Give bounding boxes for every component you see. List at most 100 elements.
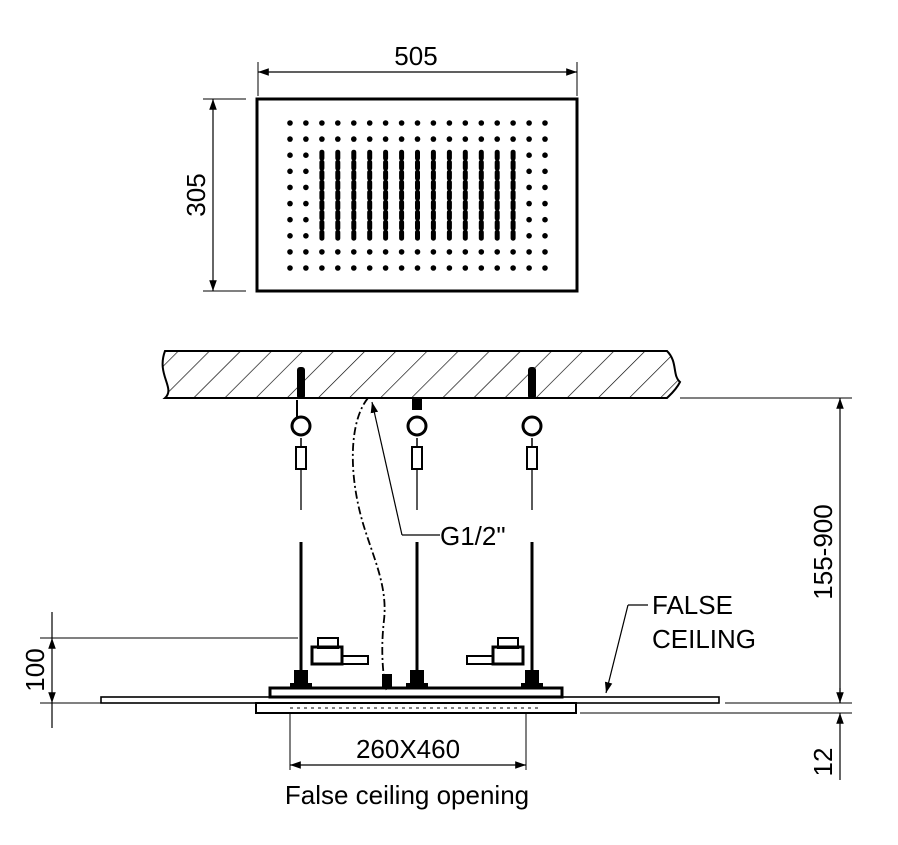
nozzle-dot: [351, 120, 357, 126]
height-range-dimension: 155-900: [680, 397, 852, 704]
nozzle-dot: [478, 120, 485, 126]
valve-left: [310, 637, 369, 666]
nozzle-dot: [526, 200, 532, 207]
false-ceiling-callout: FALSE CEILING: [604, 590, 756, 694]
water-hose: [351, 397, 387, 691]
nozzle-dot: [303, 184, 309, 191]
nozzle-dot: [303, 168, 309, 175]
nozzle-dot: [287, 168, 293, 175]
nozzle-dot: [526, 249, 532, 255]
nozzle-dot: [510, 136, 516, 142]
nozzle-dot: [478, 249, 485, 255]
width-label: 505: [394, 41, 437, 71]
nozzle-dot: [446, 265, 453, 271]
opening-label: 260X460: [356, 734, 460, 764]
nozzle-dot: [526, 233, 532, 239]
nozzle-dot: [414, 265, 421, 271]
nozzle-dot: [398, 249, 405, 255]
nozzle-dot: [287, 184, 293, 191]
nozzle-dot: [287, 152, 293, 158]
nozzle-dot: [303, 136, 309, 142]
nozzle-dot: [303, 152, 309, 158]
ceiling-slab: [161, 350, 682, 399]
nozzle-dot: [351, 265, 357, 271]
nozzle-dot: [319, 120, 325, 126]
connection-label: G1/2": [440, 521, 506, 551]
nozzle-dot: [494, 136, 501, 142]
nozzle-dot: [542, 200, 548, 207]
nozzle-dot: [462, 136, 469, 142]
width-dimension: 505: [257, 41, 578, 96]
nozzle-dot: [542, 216, 548, 223]
nozzle-dot: [303, 216, 309, 223]
nozzle-dot: [526, 136, 532, 142]
nozzle-dot: [335, 136, 341, 142]
nozzle-dot: [382, 249, 389, 255]
suspension-rod-center: [406, 398, 428, 688]
nozzle-dot: [335, 120, 341, 126]
nozzle-dot: [287, 200, 293, 207]
nozzle-dot: [287, 216, 293, 223]
nozzle-dot: [335, 249, 341, 255]
nozzle-dot: [526, 120, 532, 126]
nozzle-dot: [526, 216, 532, 223]
nozzle-dot: [542, 265, 548, 271]
nozzle-dot: [382, 265, 389, 271]
nozzle-dot: [287, 265, 293, 271]
nozzle-dot: [335, 265, 341, 271]
nozzle-dot: [526, 265, 532, 271]
nozzle-dot: [542, 249, 548, 255]
nozzle-dot: [430, 249, 437, 255]
height-dimension: 305: [181, 98, 246, 292]
thickness-label: 12: [808, 748, 838, 777]
nozzle-dot: [382, 120, 389, 126]
nozzle-dot: [319, 249, 325, 255]
nozzle-dot: [446, 136, 453, 142]
nozzle-dot: [398, 120, 405, 126]
nozzle-dot: [366, 265, 373, 271]
nozzle-grid: [287, 120, 548, 271]
suspension-rod-left: [290, 367, 312, 688]
opening-dimension: 260X460 False ceiling opening: [285, 713, 529, 810]
shower-panel-outline: [255, 97, 579, 293]
nozzle-dot: [446, 249, 453, 255]
section-view: G1/2" 155-900: [20, 350, 852, 810]
depth-label: 100: [20, 648, 50, 691]
nozzle-dot: [414, 249, 421, 255]
connection-callout: G1/2": [370, 401, 506, 551]
nozzle-dot: [446, 120, 453, 126]
suspension-rod-right: [521, 367, 543, 688]
shower-plate: [255, 702, 577, 714]
nozzle-dot: [287, 249, 293, 255]
nozzle-dot: [462, 265, 469, 271]
nozzle-dot: [287, 136, 293, 142]
nozzle-dot: [526, 184, 532, 191]
nozzle-dot: [351, 249, 357, 255]
nozzle-dot: [351, 136, 357, 142]
nozzle-dot: [430, 265, 437, 271]
false-ceiling-label-line2: CEILING: [652, 624, 756, 654]
nozzle-dot: [510, 249, 516, 255]
nozzle-dot: [494, 120, 501, 126]
nozzle-dot: [303, 200, 309, 207]
height-label: 305: [181, 173, 211, 216]
nozzle-dot: [542, 136, 548, 142]
top-view: 505 305: [181, 41, 579, 293]
valve-right: [466, 637, 525, 666]
inlet-fitting: [382, 674, 392, 688]
thickness-dimension: 12: [580, 688, 852, 780]
nozzle-dot: [414, 120, 421, 126]
nozzle-dot: [494, 265, 501, 271]
nozzle-dot: [542, 184, 548, 191]
nozzle-dot: [366, 136, 373, 142]
nozzle-dot: [287, 233, 293, 239]
nozzle-dot: [398, 265, 405, 271]
nozzle-dot: [462, 249, 469, 255]
nozzle-dot: [542, 120, 548, 126]
nozzle-dot: [398, 136, 405, 142]
nozzle-dot: [478, 265, 485, 271]
nozzle-dot: [287, 120, 293, 126]
nozzle-dot: [303, 249, 309, 255]
nozzle-dot: [303, 120, 309, 126]
